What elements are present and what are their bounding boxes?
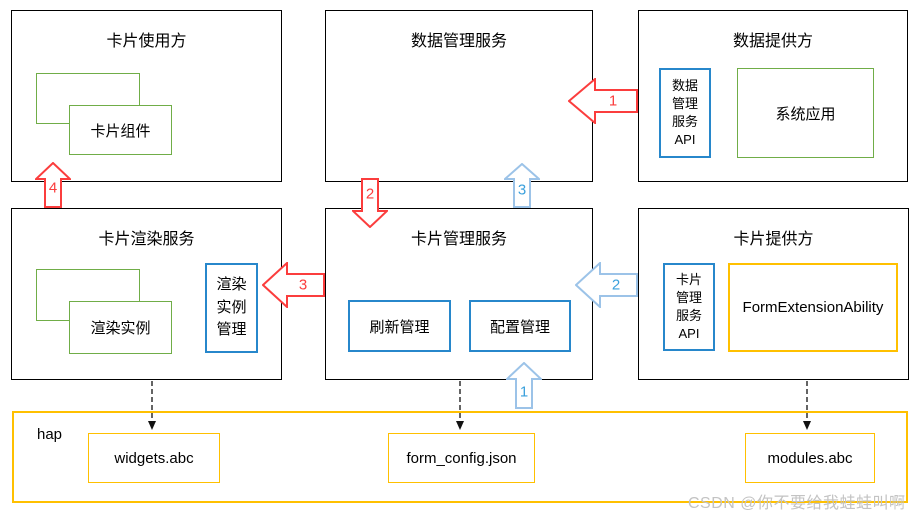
arrow-blue-2-number: 2 — [611, 276, 621, 294]
arrow-red-3-number: 3 — [298, 276, 308, 294]
arrow-red-4-number: 4 — [48, 179, 58, 197]
arrow-red-1: 1 — [568, 78, 638, 124]
arrow-red-3: 3 — [262, 262, 325, 308]
dashed-connector-service-to-formconfig — [456, 381, 464, 430]
widgets-abc-label: widgets.abc — [114, 449, 194, 467]
box-card-service-title: 卡片管理服务 — [410, 231, 507, 248]
system-app-box: 系统应用 — [737, 68, 874, 158]
card-component-label: 卡片组件 — [90, 122, 151, 140]
config-mgmt-box: 配置管理 — [469, 300, 571, 352]
render-instance-mgmt-label: 渲染 实例 管理 — [216, 276, 247, 339]
config-mgmt-label: 配置管理 — [489, 318, 550, 336]
dashed-connector-provider-to-modules — [803, 381, 811, 430]
refresh-mgmt-box: 刷新管理 — [348, 300, 451, 352]
box-data-service-title: 数据管理服务 — [410, 33, 507, 50]
box-card-user-title: 卡片使用方 — [106, 33, 187, 50]
refresh-mgmt-label: 刷新管理 — [369, 318, 430, 336]
render-instance-box: 渲染实例 — [69, 301, 172, 354]
arrow-blue-1: 1 — [506, 362, 542, 409]
box-render-service: 卡片渲染服务 渲染实例 渲染 实例 管理 — [11, 208, 282, 380]
widgets-abc-box: widgets.abc — [88, 433, 220, 483]
box-render-service-title: 卡片渲染服务 — [98, 231, 195, 248]
form-extension-ability-box: FormExtensionAbility — [728, 263, 898, 352]
modules-abc-box: modules.abc — [745, 433, 875, 483]
system-app-label: 系统应用 — [775, 105, 836, 123]
box-data-provider-title: 数据提供方 — [732, 33, 813, 50]
box-data-service: 数据管理服务 — [325, 10, 593, 182]
arrow-red-2: 2 — [352, 178, 388, 228]
card-service-api-label: 卡片 管理 服务 API — [675, 271, 702, 342]
form-config-json-label: form_config.json — [406, 449, 517, 467]
hap-label: hap — [37, 426, 63, 443]
arrow-blue-3-number: 3 — [517, 181, 527, 199]
data-service-api-label: 数据 管理 服务 API — [671, 77, 698, 148]
watermark: CSDN @你不要给我蛙蛙叫啊 — [688, 495, 906, 512]
card-component-box: 卡片组件 — [69, 105, 172, 155]
arrow-blue-1-number: 1 — [519, 383, 529, 401]
card-service-api-box: 卡片 管理 服务 API — [663, 263, 715, 351]
box-data-provider: 数据提供方 数据 管理 服务 API 系统应用 — [638, 10, 908, 182]
render-instance-mgmt-box: 渲染 实例 管理 — [205, 263, 258, 353]
arrow-blue-2: 2 — [575, 262, 638, 308]
form-extension-ability-label: FormExtensionAbility — [742, 299, 884, 316]
arrow-blue-3: 3 — [504, 163, 540, 208]
arrow-red-2-number: 2 — [365, 185, 375, 203]
arrow-red-1-number: 1 — [608, 92, 618, 110]
box-card-provider: 卡片提供方 卡片 管理 服务 API FormExtensionAbility — [638, 208, 909, 380]
render-instance-label: 渲染实例 — [90, 320, 151, 337]
modules-abc-label: modules.abc — [767, 449, 853, 467]
box-card-provider-title: 卡片提供方 — [733, 231, 814, 248]
box-card-user: 卡片使用方 卡片组件 — [11, 10, 282, 182]
dashed-connector-render-to-widgets — [148, 381, 156, 430]
form-config-json-box: form_config.json — [388, 433, 535, 483]
data-service-api-box: 数据 管理 服务 API — [659, 68, 711, 158]
arrow-red-4: 4 — [35, 162, 71, 208]
box-card-service: 卡片管理服务 刷新管理 配置管理 — [325, 208, 593, 380]
